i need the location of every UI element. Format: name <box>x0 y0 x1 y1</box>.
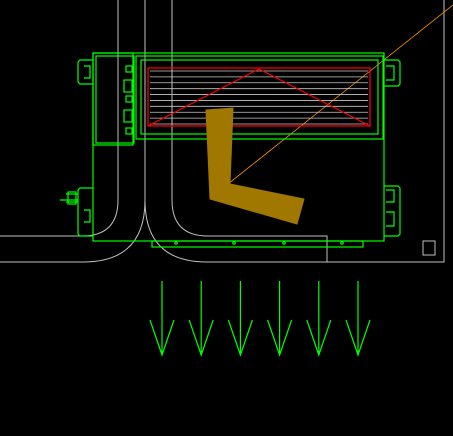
heater-fins <box>150 70 368 125</box>
heater-apex-line <box>147 68 371 127</box>
bracket-icon <box>384 59 401 87</box>
bracket-icon <box>77 187 93 237</box>
bracket-icon <box>384 185 401 237</box>
heater-box <box>147 67 371 127</box>
down-arrow-icon <box>267 281 293 357</box>
view-cube-icon[interactable] <box>422 240 436 256</box>
heater-element[interactable] <box>147 67 371 127</box>
airflow-arrows <box>149 281 371 357</box>
left-bracket-bottom[interactable] <box>60 187 93 237</box>
heater-housing <box>135 55 384 140</box>
control-components <box>123 65 133 135</box>
door-swing-shape[interactable] <box>205 107 305 225</box>
pipe-left-outer <box>0 0 119 237</box>
right-bracket-top[interactable] <box>384 59 401 87</box>
control-box <box>92 52 134 146</box>
right-bracket-bottom[interactable] <box>384 185 401 237</box>
down-arrow-icon <box>306 281 332 357</box>
heater-housing-inner <box>140 59 379 135</box>
down-arrow-icon <box>149 281 175 357</box>
down-arrow-icon <box>227 281 253 357</box>
base-rail <box>151 240 364 248</box>
base-rail-studs <box>174 241 344 245</box>
down-arrow-icon <box>345 281 371 357</box>
pipe-left-inner <box>0 0 146 263</box>
bracket-icon <box>77 59 93 85</box>
down-arrow-icon <box>188 281 214 357</box>
pipe-right-outer <box>144 0 445 263</box>
left-bracket-top[interactable] <box>77 59 93 85</box>
unit-frame[interactable] <box>92 52 385 248</box>
unit-outer-frame <box>92 52 385 242</box>
control-box-inner <box>95 55 135 144</box>
pipe-right-inner <box>171 0 328 262</box>
